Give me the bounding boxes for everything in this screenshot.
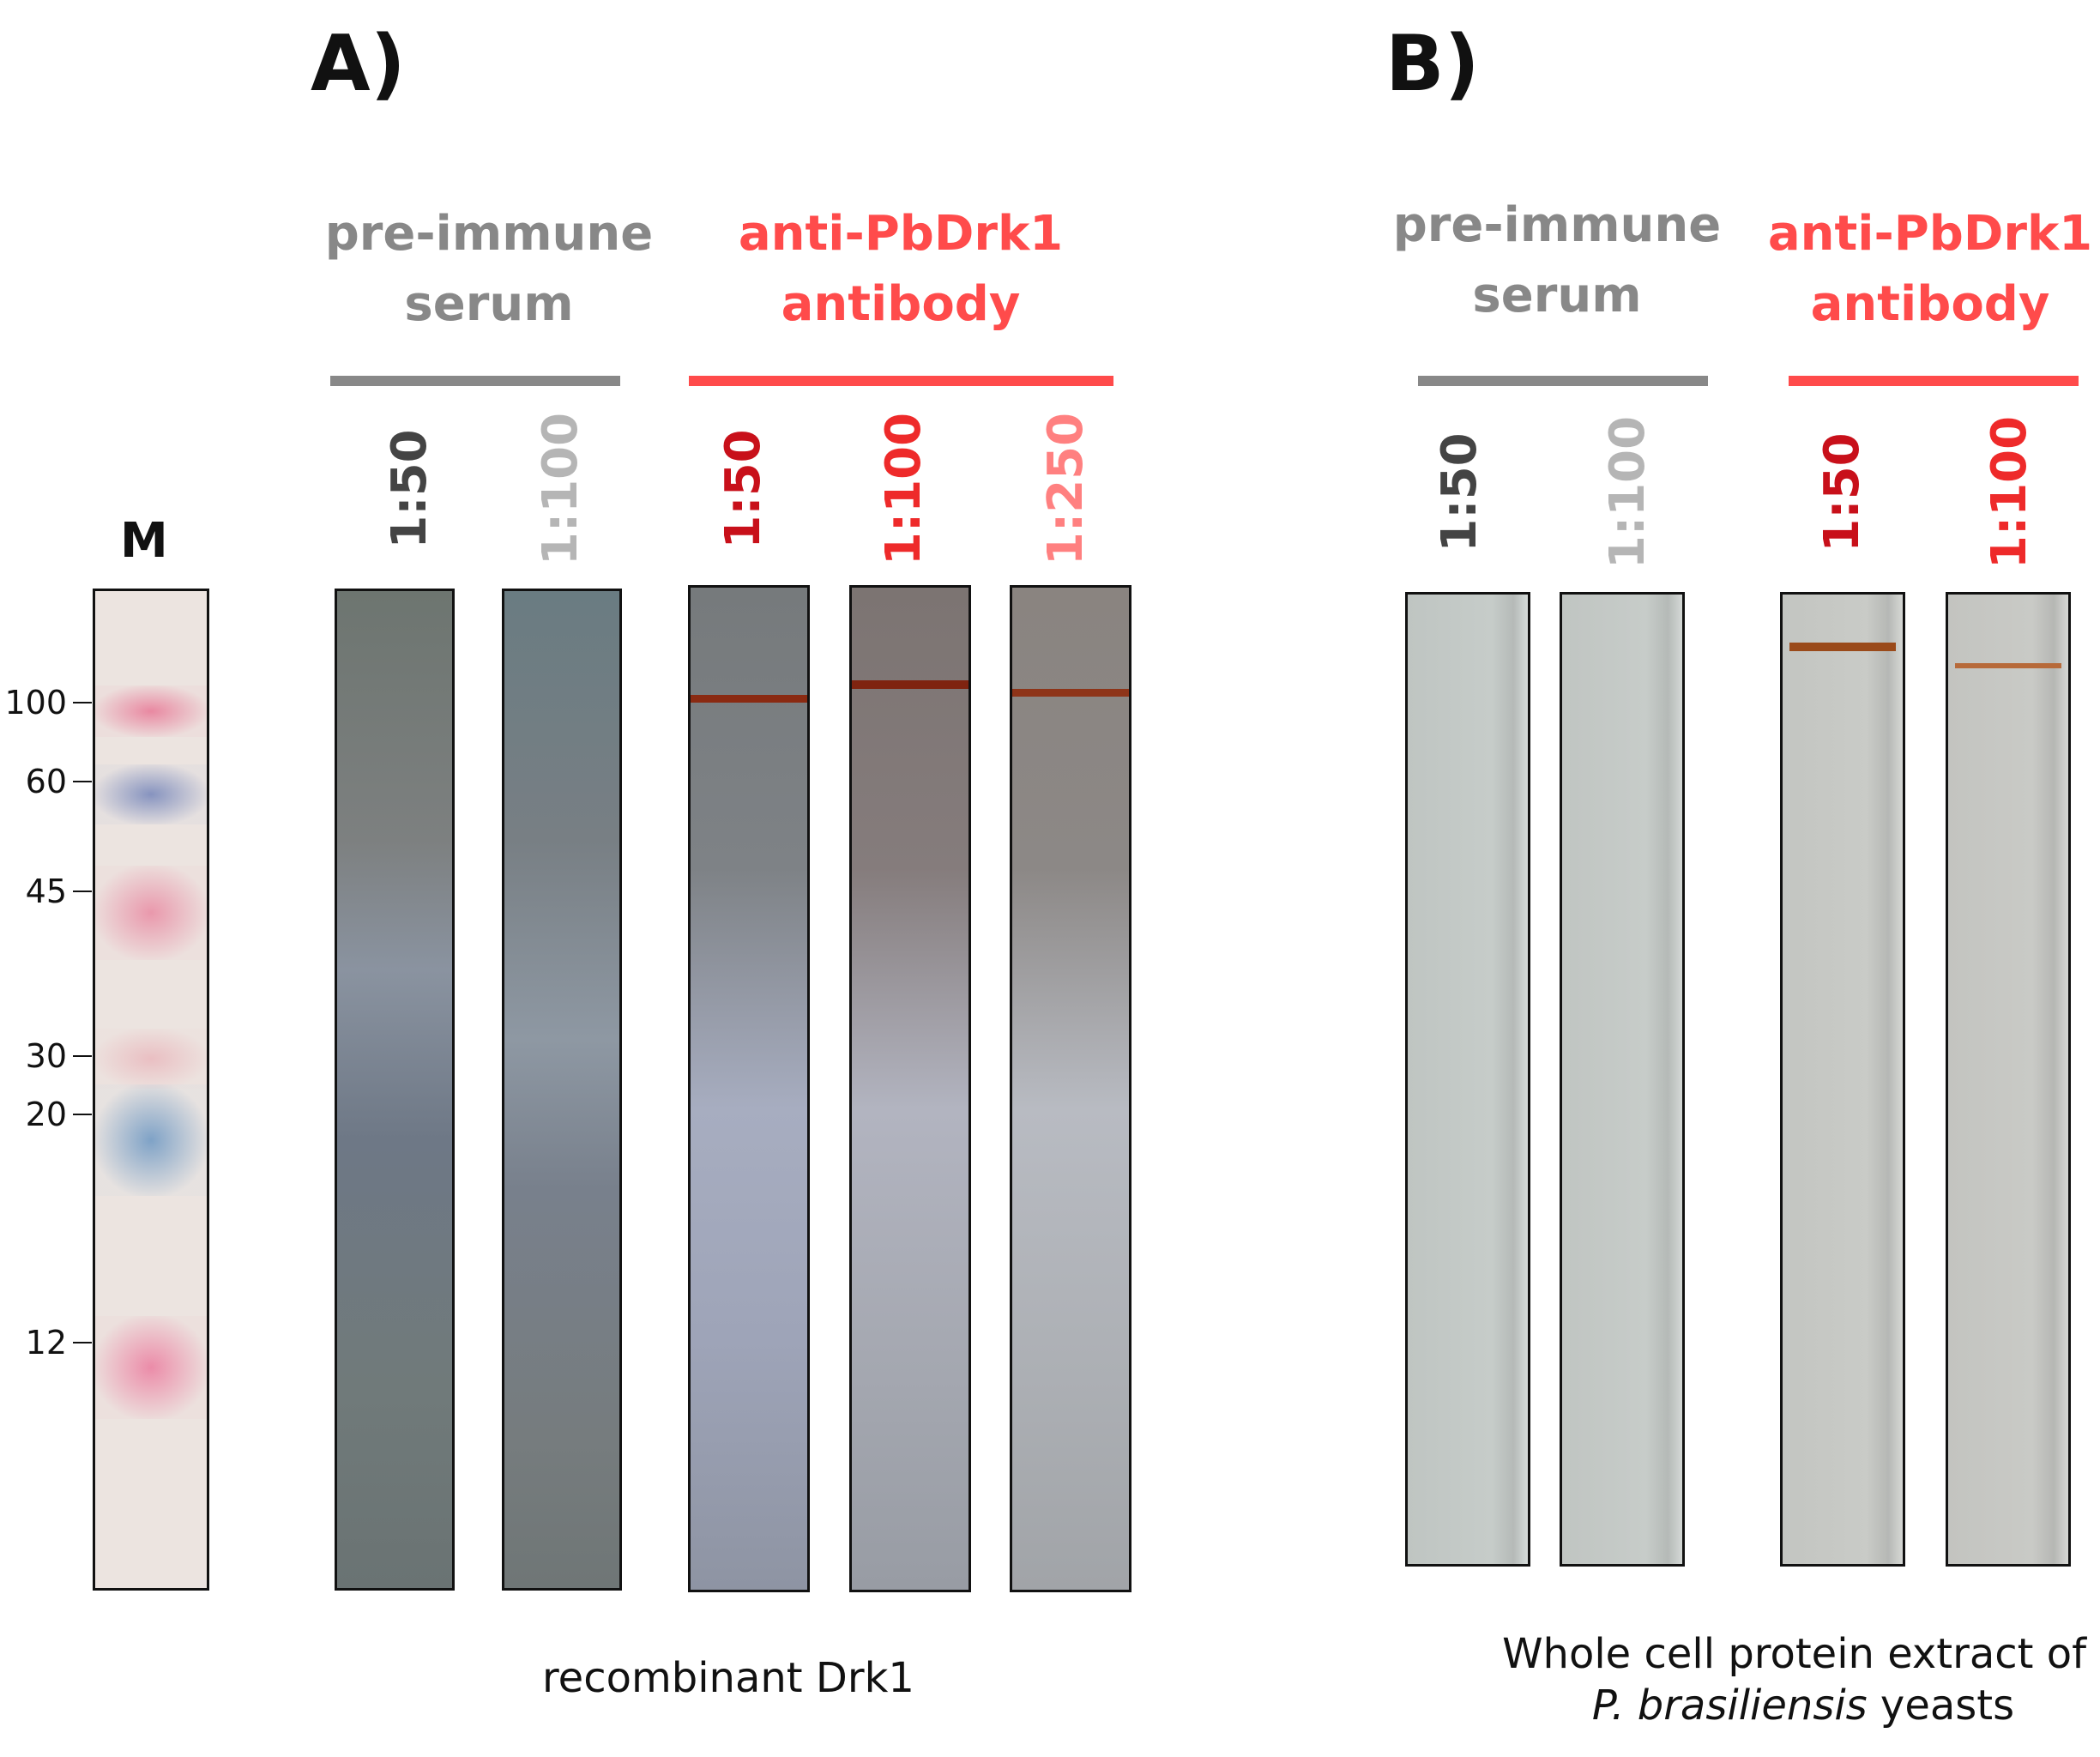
panel-a-lane-2-strip [502,589,622,1591]
panel-b-caption: Whole cell protein extract of P. brasili… [1469,1628,2086,1731]
panel-a-lane-3-band [691,695,807,703]
panel-b-label: B) [1385,19,1480,109]
panel-a-antibody-title: anti-PbDrk1 antibody [738,206,1064,332]
mw-tick-100 [73,702,92,703]
panel-b-caption-line2: P. brasiliensis yeasts [1469,1680,2086,1731]
mw-tick-30 [73,1055,92,1057]
panel-b-antibody-bar [1789,376,2079,386]
panel-a-caption: recombinant Drk1 [542,1654,914,1702]
panel-a-preimmune-title: pre-immune serum [324,206,654,332]
marker-lane [93,589,209,1591]
panel-b-lane-3-strip [1780,592,1905,1567]
panel-a-lane-1-label: 1:50 [382,429,438,549]
panel-a-lane-3-label: 1:50 [715,429,771,549]
panel-b-lane-2-strip [1560,592,1685,1567]
panel-a-lane-3-strip [688,585,810,1592]
marker-band-45 [95,866,207,960]
panel-b-lane-1-label: 1:50 [1432,432,1488,552]
panel-a-lane-5-label: 1:250 [1038,412,1094,566]
mw-tick-45 [73,891,92,892]
panel-b-lane-4-strip [1946,592,2071,1567]
mw-label-12: 12 [25,1324,67,1362]
panel-b-caption-species: P. brasiliensis [1591,1682,1868,1730]
marker-band-60 [95,764,207,824]
panel-a-lane-5-band [1012,689,1129,697]
mw-label-100: 100 [4,684,67,722]
marker-band-20 [95,1084,207,1196]
mw-label-30: 30 [25,1037,67,1075]
mw-label-60: 60 [25,763,67,800]
panel-b-preimmune-title: pre-immune serum [1392,197,1722,323]
panel-b-lane-1-strip [1405,592,1530,1567]
panel-b-antibody-title: anti-PbDrk1 antibody [1767,206,2093,332]
marker-band-100 [95,685,207,737]
panel-a-label: A) [311,19,406,109]
marker-band-30 [95,1029,207,1089]
panel-a-preimmune-bar [330,376,620,386]
panel-b-lane-3-label: 1:50 [1814,432,1870,552]
mw-label-45: 45 [25,872,67,910]
panel-b-lane-4-label: 1:100 [1982,415,2037,570]
panel-a-lane-4-band [852,680,969,689]
panel-b-preimmune-bar [1418,376,1708,386]
panel-a-lane-4-label: 1:100 [876,412,932,566]
panel-a-antibody-bar [689,376,1113,386]
panel-b-lane-3-band [1789,643,1896,651]
panel-a-lane-4-strip [849,585,971,1592]
panel-a-lane-5-strip [1010,585,1131,1592]
panel-b-lane-2-label: 1:100 [1600,415,1656,570]
panel-a-lane-1-strip [335,589,455,1591]
marker-band-12 [95,1316,207,1419]
panel-b-lane-4-band [1955,663,2061,668]
mw-tick-60 [73,781,92,782]
mw-label-20: 20 [25,1096,67,1133]
mw-tick-12 [73,1342,92,1343]
panel-b-caption-suffix: yeasts [1867,1682,2015,1730]
panel-a-lane-2-label: 1:100 [533,412,588,566]
mw-tick-20 [73,1114,92,1115]
panel-b-caption-line1: Whole cell protein extract of [1502,1630,2086,1678]
marker-label: M [120,513,168,569]
